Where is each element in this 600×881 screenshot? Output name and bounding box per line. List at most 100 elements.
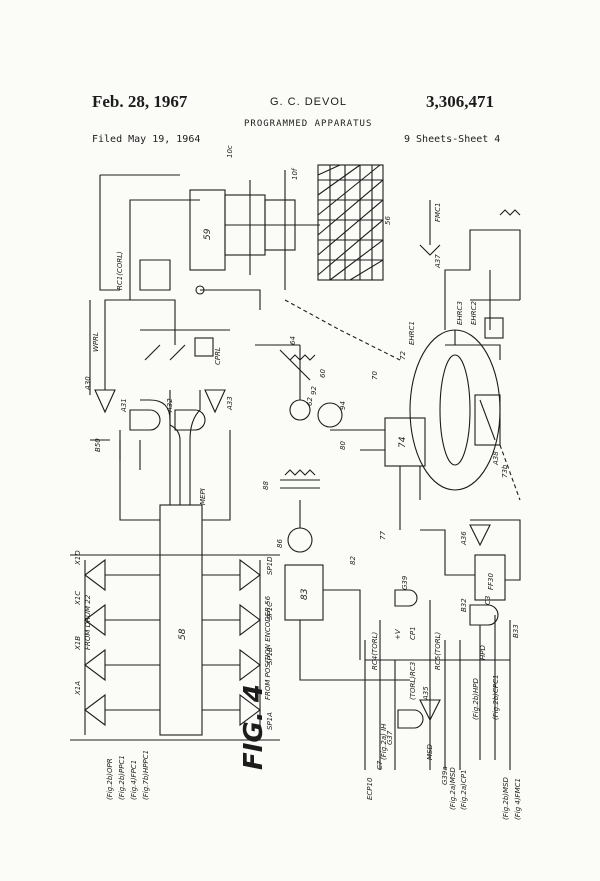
input-lines (89, 300, 141, 470)
bottom-bus (364, 600, 511, 770)
label-wprl: WPRL (92, 332, 100, 352)
label-x1d: X1D (74, 550, 82, 566)
label-fpc1: (Fig.4)FPC1 (130, 760, 138, 800)
label-b33: B33 (512, 624, 520, 638)
label-fig4-fmc1: (Fig 4)FMC1 (514, 778, 522, 820)
label-msd: MSD (426, 744, 434, 760)
label-rc1: RC1(CORL) (116, 251, 124, 290)
label-60: 60 (319, 369, 327, 378)
patent-number: 3,306,471 (426, 92, 494, 111)
label-64: 64 (289, 336, 297, 345)
label-sp1b: SP1B (266, 647, 274, 665)
x-amplifier-row (84, 558, 261, 727)
label-hppc1: (Fig.7b)HPPC1 (142, 750, 150, 800)
amp-a33 (204, 389, 226, 414)
label-from-encoder: FROM POSITION ENCODER 56 (264, 595, 272, 700)
label-sp1d: SP1D (266, 556, 274, 575)
gate-a32 (174, 409, 206, 431)
label-hpd: HPD (479, 645, 487, 660)
resistor-60 (289, 354, 316, 361)
label-block-83: 83 (300, 588, 310, 600)
label-fmc1: FMC1 (434, 203, 442, 222)
label-72: 72 (399, 351, 407, 360)
gate-b32 (469, 604, 499, 626)
tube-wiring (299, 500, 410, 681)
label-70: 70 (371, 371, 379, 380)
block-74 (384, 417, 426, 467)
label-mepi: MEPI (199, 488, 207, 505)
label-80: 80 (339, 441, 347, 450)
label-g39: G39 (401, 575, 409, 590)
label-rc4: RC4(TORL) (371, 632, 379, 670)
pickup-head (474, 394, 501, 446)
label-fig2a-ih: (Fig.2a) IH (380, 723, 388, 760)
amp-a30 (94, 389, 116, 414)
meter-94 (317, 402, 343, 428)
label-b32: B32 (460, 598, 468, 612)
label-from-drum: FROM DRUM 22 (84, 594, 92, 650)
label-cp1: CP1 (409, 626, 417, 640)
gate-g39 (394, 589, 418, 607)
label-ehrc1: EHRC1 (408, 321, 416, 345)
inventor-name: G. C. DEVOL (270, 96, 348, 108)
label-block-74: 74 (398, 436, 408, 448)
block-74-wiring (330, 429, 421, 530)
label-x1c: X1C (74, 591, 82, 606)
label-rc3: (TORL)RC3 (409, 662, 417, 700)
label-cprl: CPRL (214, 347, 222, 365)
label-10c: 10c (226, 145, 234, 158)
label-block-58: 58 (178, 628, 188, 640)
block-ff30 (474, 554, 506, 601)
gate-a31 (129, 409, 161, 431)
relay-network (99, 174, 230, 390)
label-86: 86 (276, 539, 284, 548)
label-rc5: RC5(TORL) (434, 632, 442, 670)
potentiometer-60 (255, 344, 311, 400)
mechanism (195, 170, 320, 310)
label-ecp10: ECP10 (366, 777, 374, 800)
label-a32: A32 (166, 398, 174, 413)
label-c7: C7 (376, 760, 384, 770)
label-a38: A38 (492, 451, 500, 466)
tube-86 (287, 527, 313, 553)
label-g37: G37 (386, 730, 394, 745)
block-58-wiring (70, 554, 280, 741)
label-fig2b-msd: (Fig.2b)MSD (502, 777, 510, 820)
label-opr: (Fig.2b)OPR (106, 758, 114, 800)
label-sp1a: SP1A (266, 712, 274, 730)
patent-date: Feb. 28, 1967 (92, 92, 188, 111)
label-10f: 10f (291, 167, 299, 180)
transformer-88 (280, 469, 320, 489)
label-a37: A37 (434, 254, 442, 269)
position-encoder (317, 164, 384, 281)
label-b50: B50 (94, 438, 102, 452)
label-fig2b-hpd: (Fig.2b)HPD (472, 678, 480, 720)
label-77: 77 (379, 531, 387, 540)
label-a36: A36 (460, 531, 468, 546)
label-a33: A33 (226, 396, 234, 411)
dashed-link (284, 299, 401, 361)
label-88: 88 (262, 481, 270, 490)
ehrc-circuit (419, 200, 521, 360)
label-fig2a-cp1: (Fig.2a)CP1 (460, 770, 468, 810)
figure-labels: FIG. 4 FROM DRUM 22 FROM POSITION ENCODE… (74, 145, 522, 820)
label-g39a: G39a (441, 766, 449, 785)
label-ehrc3: EHRC3 (456, 301, 464, 325)
label-x1b: X1B (74, 636, 82, 651)
block-83 (284, 564, 324, 621)
patent-title: PROGRAMMED APPARATUS (244, 119, 373, 129)
label-x1a: X1A (74, 681, 82, 696)
label-73b: 73b (501, 464, 509, 478)
label-ppc1: (Fig.2b)PPC1 (118, 755, 126, 800)
label-a31: A31 (120, 398, 128, 413)
label-a30: A30 (84, 376, 92, 391)
label-94: 94 (339, 401, 347, 410)
label-82: 82 (349, 556, 357, 565)
label-a35: A35 (422, 686, 430, 701)
figure-label: FIG. 4 (239, 684, 269, 770)
label-62: 62 (306, 397, 314, 406)
label-fig2b-cpc1: (Fig.2b)CPC1 (492, 675, 500, 720)
label-ff30: FF30 (487, 572, 495, 590)
amp-a36 (469, 524, 491, 547)
